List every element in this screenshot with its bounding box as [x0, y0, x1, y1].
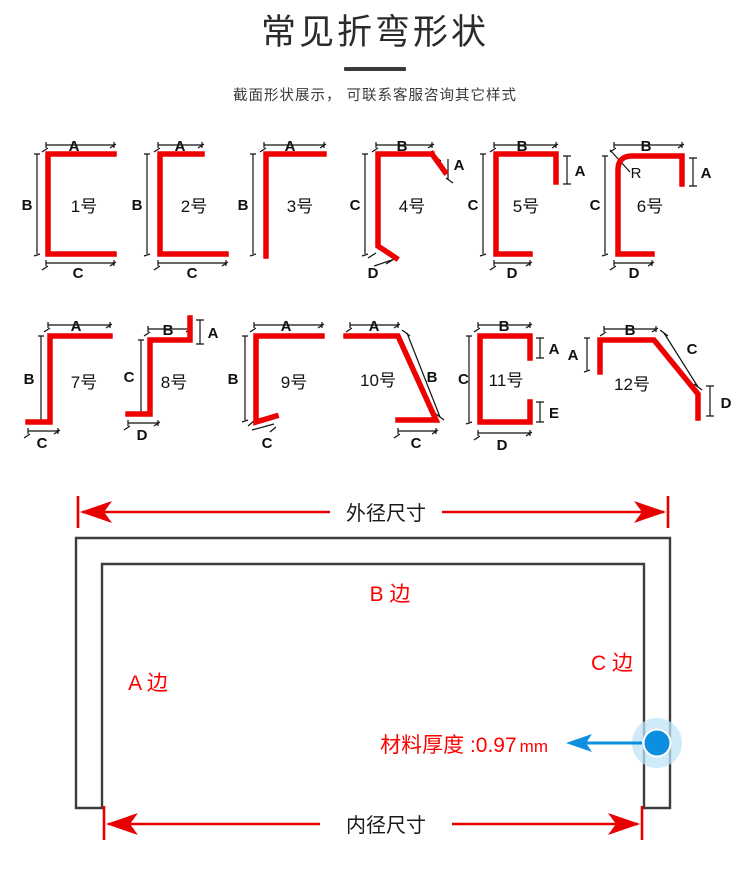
shape-dim-label: C: [468, 197, 479, 214]
shape-dim-label: B: [238, 197, 249, 214]
shape-dim-label: A: [549, 341, 560, 358]
shape-dim-label: B: [499, 318, 510, 335]
outer-dim-arrow-right: [634, 501, 666, 523]
shape-name: 7号: [71, 373, 97, 392]
inner-dim-arrow-left: [106, 813, 138, 835]
shape-dim-label: C: [350, 197, 361, 214]
shape-name: 1号: [71, 197, 97, 216]
shape-dim-label: B: [228, 371, 239, 388]
shape-dim-label: A: [454, 157, 465, 174]
shape-dim-label: D: [629, 265, 640, 282]
shape-dim-label: A: [285, 138, 296, 155]
shape-name: 3号: [287, 197, 313, 216]
shape-row-2: A B C 7号: [0, 306, 750, 471]
shape-dim-label: C: [262, 435, 273, 452]
shape-dim-label: B: [641, 138, 652, 155]
shape-dim-label: B: [22, 197, 33, 214]
shape-name: 11号: [489, 371, 524, 390]
shape-dim-label: B: [24, 371, 35, 388]
shape-dim-label: A: [575, 163, 586, 180]
shape-name: 10号: [360, 371, 396, 390]
shape-name: 5号: [513, 197, 539, 216]
shape-name: 12号: [614, 375, 650, 394]
shape-dim-label: B: [397, 138, 408, 155]
shape-dim-label: C: [37, 435, 48, 452]
shape-dim-label: B: [427, 369, 438, 386]
shape-dim-label: B: [517, 138, 528, 155]
outer-dimension-label: 外径尺寸: [346, 502, 426, 525]
channel-outline: [74, 536, 672, 810]
thickness-pointer-dot: [642, 728, 672, 758]
thickness-arrow-head: [566, 734, 592, 752]
shape-card-8: B A C D 8号: [118, 306, 238, 456]
shape-dim-label: A: [69, 138, 80, 155]
title-divider: [344, 67, 406, 71]
shape-name: 8号: [161, 373, 187, 392]
shape-card-4: B A C D 4号: [348, 126, 483, 282]
shape-dim-label: A: [175, 138, 186, 155]
page-title: 常见折弯形状: [260, 13, 489, 52]
shape-card-11: B A C D E 11号: [458, 306, 578, 456]
shape-card-6: B A C D R 6号: [588, 126, 728, 282]
shape-card-9: A B C 9号: [218, 306, 348, 456]
shape-card-12: B A C D 12号: [560, 306, 740, 456]
outer-dim-arrow-left: [80, 501, 112, 523]
shape-dim-label: D: [721, 395, 732, 412]
inner-dim-arrow-right: [608, 813, 640, 835]
shape-dim-label: C: [73, 265, 84, 282]
shape-card-7: A B C 7号: [14, 306, 139, 456]
shape-dim-label: D: [137, 427, 148, 444]
shape-card-2: A B C 2号: [130, 126, 255, 282]
shape-dim-label: C: [590, 197, 601, 214]
side-a-label: A 边: [128, 672, 168, 695]
shape-dim-label: B: [163, 322, 174, 339]
side-b-label: B 边: [370, 583, 411, 606]
shape-row-1: A B C 1号 A B: [0, 126, 750, 296]
side-c-label: C 边: [591, 652, 633, 675]
shape-dim-label: D: [507, 265, 518, 282]
shape-dim-label: C: [458, 371, 469, 388]
shape-dim-label: E: [549, 405, 559, 422]
shape-card-3: A B 3号: [238, 126, 363, 281]
page-header: 常见折弯形状 截面形状展示， 可联系客服咨询其它样式: [0, 0, 750, 105]
shape-name: 6号: [637, 197, 663, 216]
shape-name: 9号: [281, 373, 307, 392]
inner-dimension-label: 内径尺寸: [346, 814, 426, 837]
shape-card-1: A B C 1号: [22, 126, 147, 282]
shape-dim-label: C: [411, 435, 422, 452]
shape-dim-label: B: [625, 322, 636, 339]
shape-dim-label: A: [71, 318, 82, 335]
shape-dim-label: A: [369, 318, 380, 335]
shape-dim-label: A: [281, 318, 292, 335]
shape-dim-label: A: [701, 165, 712, 182]
shape-dim-label: D: [497, 437, 508, 454]
outer-dimension-line: [76, 496, 670, 528]
shape-dim-label: C: [187, 265, 198, 282]
shape-name: 4号: [399, 197, 425, 216]
shape-radius-label: R: [631, 165, 642, 182]
page-subtitle: 截面形状展示， 可联系客服咨询其它样式: [232, 88, 518, 104]
shape-dim-label: B: [132, 197, 143, 214]
shape-dim-label: C: [687, 341, 698, 358]
shape-name: 2号: [181, 197, 207, 216]
shape-card-10: A B C 10号: [340, 306, 480, 456]
shape-card-5: B A C D 5号: [468, 126, 598, 282]
shape-dim-label: A: [208, 325, 219, 342]
inner-dimension-line: [102, 806, 644, 840]
shape-dim-label: D: [368, 265, 379, 282]
shape-dim-label: A: [568, 347, 579, 364]
shape-gallery: A B C 1号 A B: [0, 126, 750, 471]
shape-dim-label: C: [124, 369, 135, 386]
